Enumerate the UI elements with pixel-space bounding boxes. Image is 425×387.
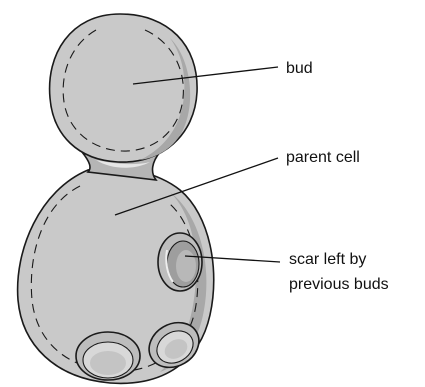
scar-label-line1: scar left by bbox=[289, 251, 366, 268]
bud-scar-bottom-left bbox=[76, 332, 140, 380]
parent-cell-label: parent cell bbox=[286, 149, 360, 166]
bud-scar-side bbox=[158, 233, 202, 291]
bud-cell bbox=[50, 14, 198, 162]
bud-label: bud bbox=[286, 60, 313, 77]
scar-label-line2: previous buds bbox=[289, 276, 389, 293]
